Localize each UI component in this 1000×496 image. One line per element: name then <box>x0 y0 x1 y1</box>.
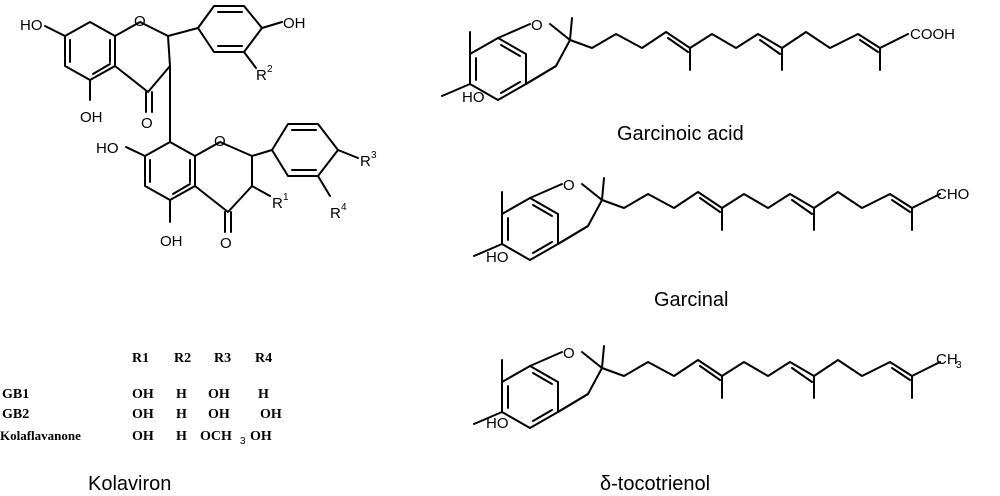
kolaviron-r4: R <box>330 205 341 222</box>
garcinoic-acid-ho: HO <box>462 89 485 106</box>
table-row-name: Kolaflavanone <box>0 428 81 443</box>
kolaviron-caption: Kolaviron <box>88 473 171 495</box>
tocotrienol-structure: HO O CH 3 <box>473 345 962 432</box>
garcinoic-acid-o: O <box>531 17 543 34</box>
garcinal-end-group: CHO <box>936 186 969 203</box>
table-subscript: 3 <box>240 436 246 447</box>
garcinoic-acid-caption: Garcinoic acid <box>617 123 744 145</box>
table-cell: OH <box>132 387 154 402</box>
kolaviron-r2: R <box>256 67 267 84</box>
kolaviron-structure <box>44 5 359 233</box>
garcinal-o: O <box>563 177 575 194</box>
table-header: R2 <box>174 351 191 366</box>
tocotrienol-ho: HO <box>486 415 509 432</box>
table-header: R1 <box>132 351 149 366</box>
table-cell: OH <box>132 429 154 444</box>
table-row-name: GB1 <box>2 387 29 402</box>
table-cell: H <box>176 429 187 444</box>
tocotrienol-o: O <box>563 345 575 362</box>
kolaviron-ho-mid: HO <box>96 140 119 157</box>
kolaviron-r1: R <box>272 195 283 212</box>
table-cell: OH <box>208 407 230 422</box>
garcinoic-acid-end-group: COOH <box>910 26 955 43</box>
garcinoic-acid-structure: HO O COOH <box>441 17 955 106</box>
table-cell: OCH <box>200 429 232 444</box>
table-cell: OH <box>208 387 230 402</box>
kolaviron-r3: R <box>360 153 371 170</box>
kolaviron-r3-sup: 3 <box>371 150 377 161</box>
table-cell: H <box>258 387 269 402</box>
kolaviron-o-keto-top: O <box>141 115 153 132</box>
kolaviron-o-keto-bot: O <box>220 235 232 252</box>
table-cell: OH <box>250 429 272 444</box>
tocotrienol-end-group: CH <box>936 351 958 368</box>
kolaviron-r4-sup: 4 <box>341 202 347 213</box>
table-cell: H <box>176 407 187 422</box>
kolaviron-o-ring-bot: O <box>214 133 226 150</box>
garcinal-caption: Garcinal <box>654 289 728 311</box>
kolaviron-oh-5-bot: OH <box>160 233 183 250</box>
kolaviron-o-ring-top: O <box>134 13 146 30</box>
kolaviron-oh-top: OH <box>283 15 306 32</box>
table-header: R4 <box>255 351 272 366</box>
table-header: R3 <box>214 351 231 366</box>
kolaviron-r1-sup: 1 <box>283 192 289 203</box>
garcinal-structure: HO O CHO <box>473 177 969 266</box>
kolaviron-r2-sup: 2 <box>267 64 273 75</box>
garcinal-ho: HO <box>486 249 509 266</box>
table-cell: H <box>176 387 187 402</box>
table-cell: OH <box>132 407 154 422</box>
table-cell: OH <box>260 407 282 422</box>
substituent-table: R1 R2 R3 R4 GB1 OH H OH H GB2 OH H OH OH… <box>0 351 282 447</box>
tocotrienol-end-sub: 3 <box>956 360 962 371</box>
tocotrienol-caption: δ-tocotrienol <box>600 473 710 495</box>
kolaviron-ho-top: HO <box>20 17 43 34</box>
kolaviron-oh-5-top: OH <box>80 109 103 126</box>
table-row-name: GB2 <box>2 407 29 422</box>
